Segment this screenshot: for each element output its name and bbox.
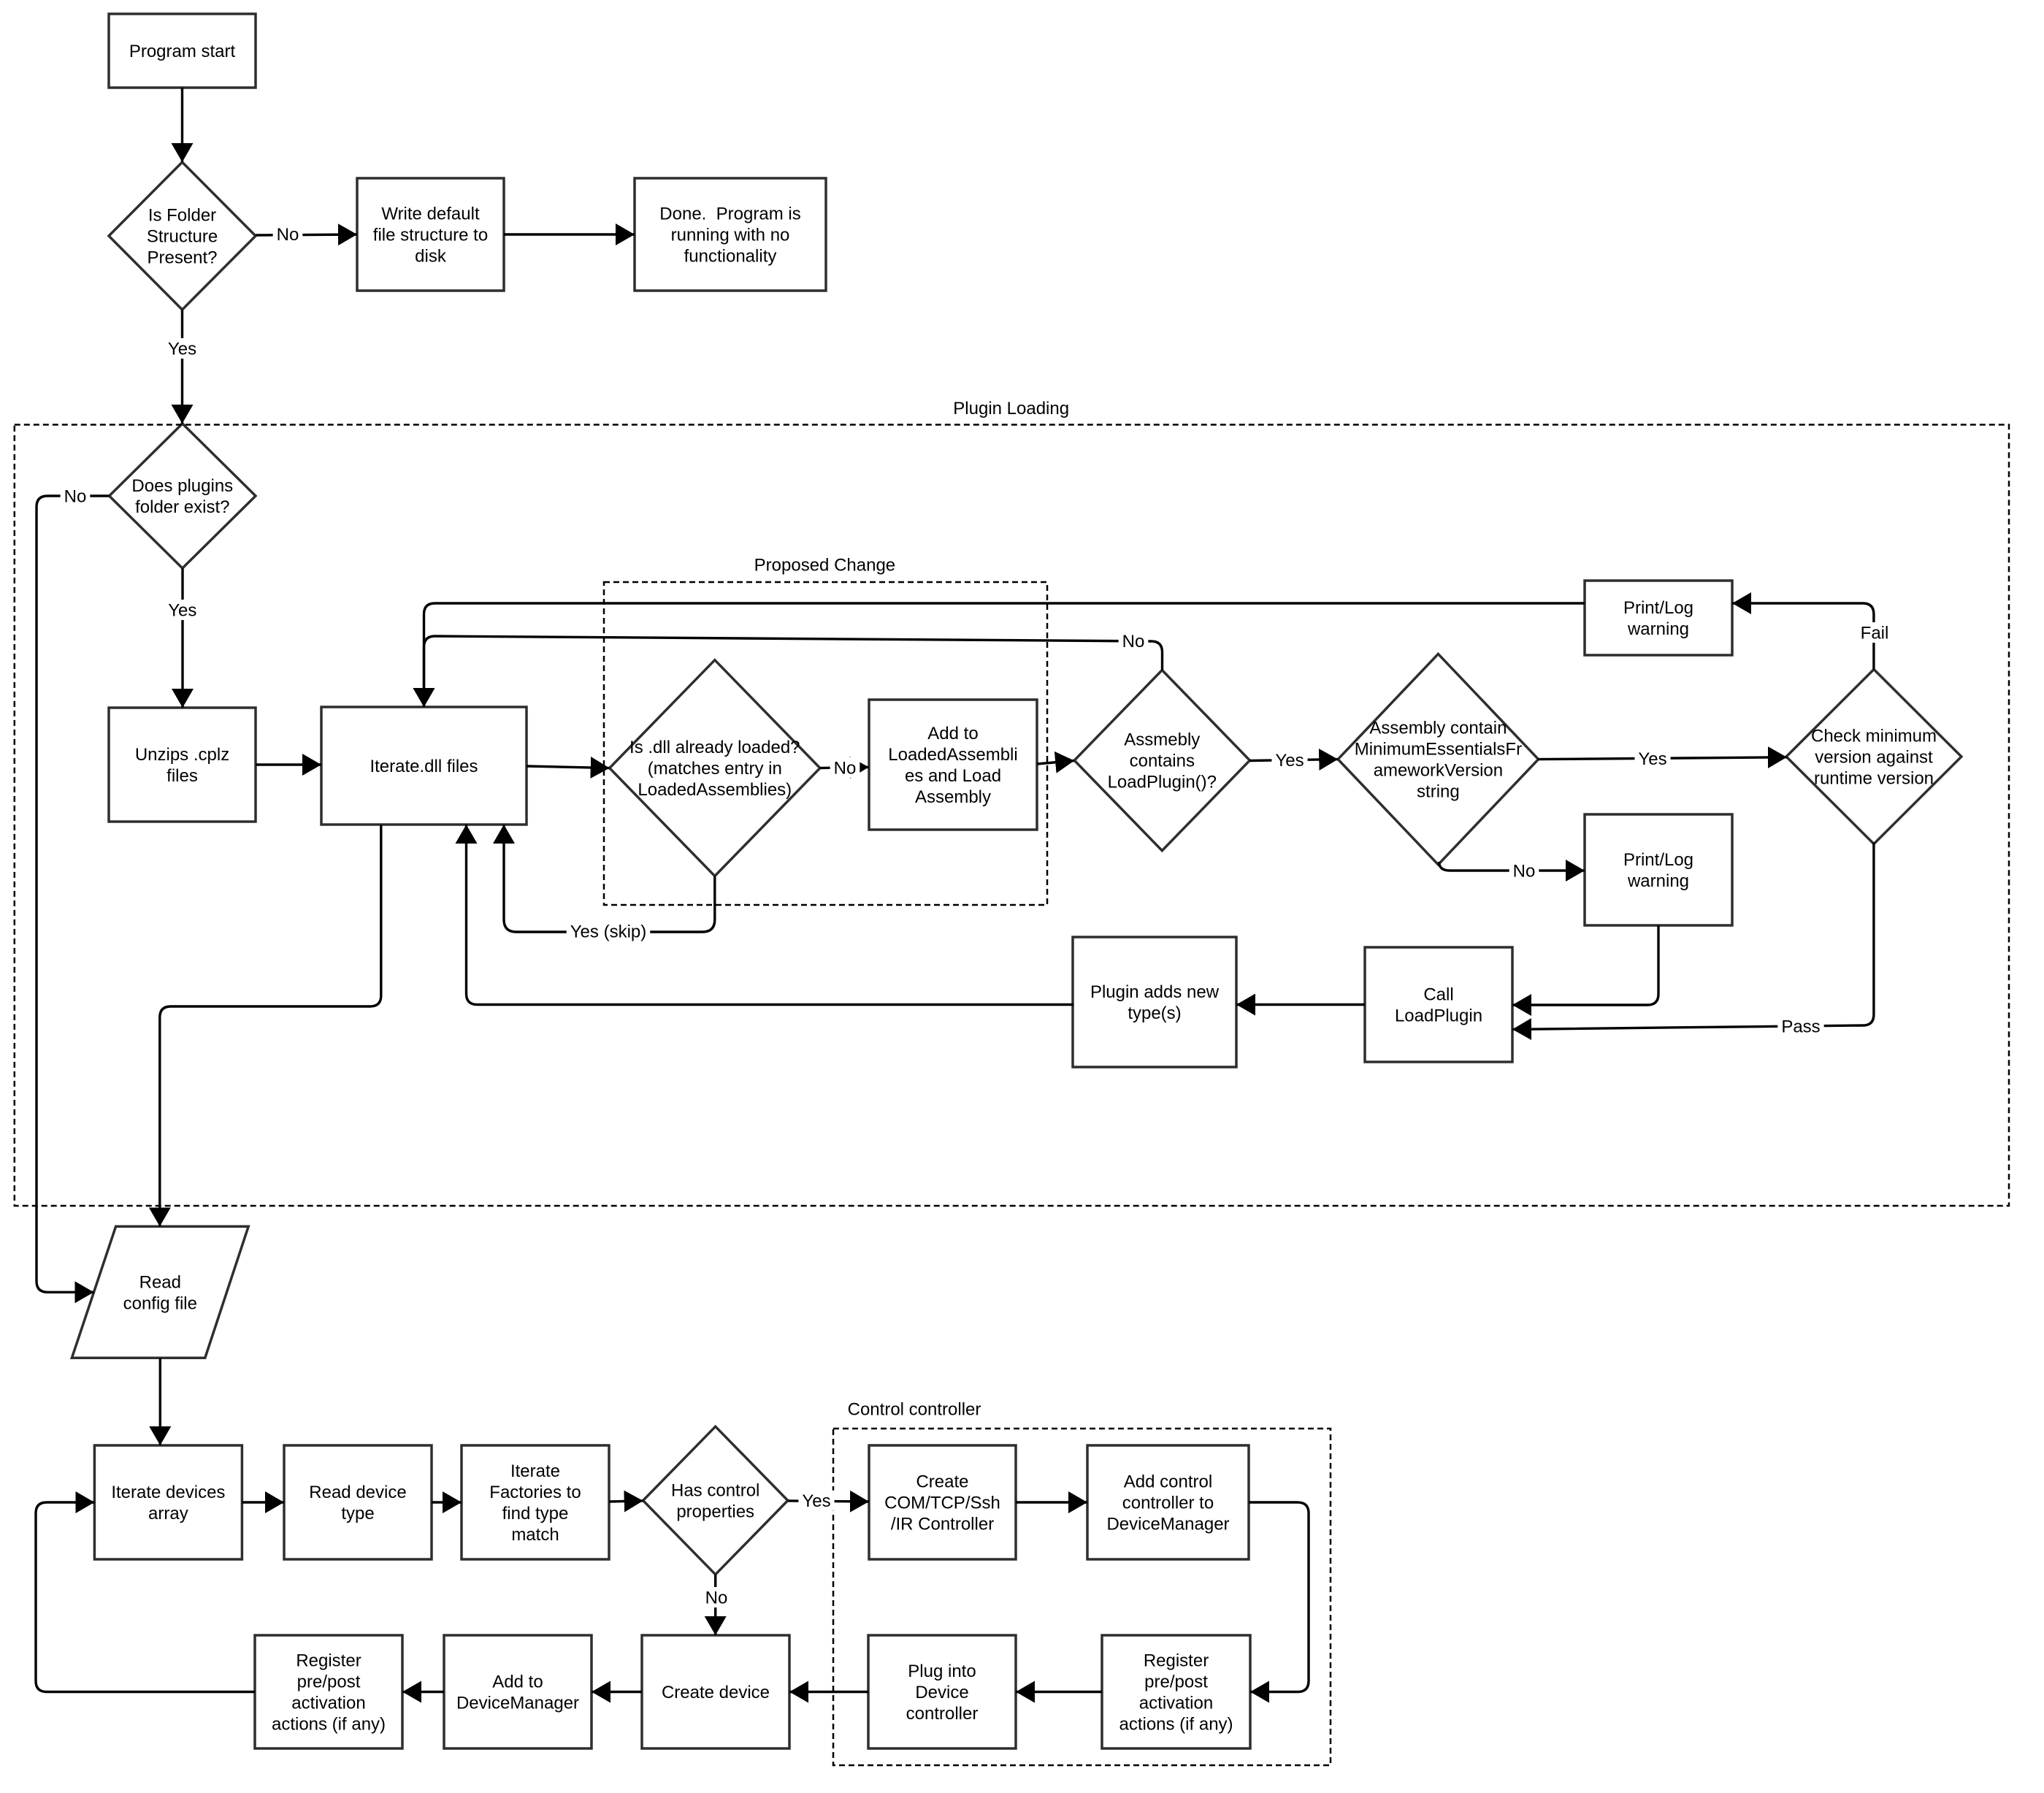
svg-text:Assembly: Assembly [915, 787, 991, 807]
svg-text:Yes (skip): Yes (skip) [570, 922, 646, 942]
svg-text:Yes: Yes [1638, 749, 1666, 769]
svg-text:LoadedAssemblies): LoadedAssemblies) [638, 780, 792, 800]
svg-text:Add to: Add to [927, 724, 978, 743]
svg-text:string: string [1417, 782, 1460, 802]
svg-text:files: files [166, 766, 198, 786]
svg-text:Read device: Read device [309, 1483, 406, 1502]
svg-text:Add control: Add control [1124, 1472, 1212, 1492]
svg-text:pre/post: pre/post [297, 1672, 361, 1692]
svg-text:running with no: running with no [671, 226, 790, 245]
svg-text:Assmebly: Assmebly [1124, 730, 1200, 750]
svg-text:/IR Controller: /IR Controller [891, 1515, 994, 1534]
svg-text:Register: Register [1144, 1651, 1209, 1671]
svg-text:Call: Call [1423, 985, 1453, 1005]
svg-text:config file: config file [123, 1293, 197, 1313]
svg-text:Plugin Loading: Plugin Loading [953, 399, 1069, 418]
svg-text:Is Folder: Is Folder [148, 206, 216, 226]
svg-text:Does plugins: Does plugins [131, 476, 233, 496]
svg-text:version against: version against [1815, 748, 1933, 768]
svg-text:LoadedAssembli: LoadedAssembli [888, 745, 1017, 765]
svg-text:Iterate.dll files: Iterate.dll files [370, 757, 478, 776]
svg-text:Program start: Program start [129, 42, 236, 61]
svg-text:properties: properties [676, 1502, 754, 1522]
svg-text:Plugin adds new: Plugin adds new [1090, 982, 1220, 1002]
svg-text:Iterate devices: Iterate devices [111, 1483, 225, 1502]
svg-text:type(s): type(s) [1128, 1003, 1181, 1023]
svg-text:actions (if any): actions (if any) [1119, 1715, 1233, 1735]
svg-text:Is .dll already loaded?: Is .dll already loaded? [629, 738, 800, 757]
svg-text:MinimumEssentialsFr: MinimumEssentialsFr [1355, 740, 1522, 760]
svg-text:Unzips .cplz: Unzips .cplz [135, 745, 229, 765]
svg-text:runtime version: runtime version [1814, 769, 1934, 789]
svg-text:Print/Log: Print/Log [1623, 850, 1693, 870]
svg-text:Register: Register [296, 1651, 361, 1671]
svg-text:es and Load: es and Load [905, 766, 1001, 786]
svg-text:Add to: Add to [492, 1672, 543, 1692]
svg-text:No: No [277, 225, 299, 245]
svg-text:folder exist?: folder exist? [135, 497, 229, 517]
svg-text:activation: activation [291, 1694, 365, 1713]
svg-text:actions (if any): actions (if any) [272, 1715, 386, 1735]
svg-text:No: No [1513, 862, 1536, 882]
svg-text:functionality: functionality [684, 247, 777, 267]
svg-text:Plug into: Plug into [908, 1662, 976, 1681]
svg-text:Yes: Yes [1275, 751, 1304, 771]
svg-text:DeviceManager: DeviceManager [1106, 1515, 1229, 1534]
svg-text:Yes: Yes [802, 1491, 830, 1511]
svg-text:(matches entry in: (matches entry in [648, 759, 782, 779]
svg-text:controller: controller [906, 1704, 979, 1724]
svg-text:Read: Read [139, 1272, 181, 1292]
svg-text:match: match [511, 1525, 559, 1545]
svg-text:disk: disk [415, 247, 447, 267]
svg-text:No: No [705, 1589, 728, 1608]
svg-text:contains: contains [1130, 752, 1195, 771]
svg-text:No: No [64, 487, 87, 507]
svg-text:controller to: controller to [1122, 1494, 1214, 1513]
svg-text:Fail: Fail [1861, 624, 1889, 643]
svg-text:type: type [341, 1504, 374, 1524]
svg-text:Proposed Change: Proposed Change [754, 556, 895, 576]
svg-text:find type: find type [502, 1504, 569, 1524]
svg-text:Present?: Present? [147, 248, 217, 268]
svg-text:Factories to: Factories to [489, 1483, 581, 1502]
svg-text:pre/post: pre/post [1144, 1672, 1208, 1692]
svg-text:activation: activation [1139, 1694, 1213, 1713]
svg-text:No: No [1122, 632, 1145, 651]
svg-text:Write default: Write default [381, 204, 480, 224]
svg-text:Has control: Has control [671, 1481, 759, 1501]
svg-text:Print/Log: Print/Log [1623, 598, 1693, 618]
svg-text:ameworkVersion: ameworkVersion [1374, 761, 1503, 781]
svg-text:LoadPlugin()?: LoadPlugin()? [1108, 773, 1217, 792]
svg-text:Control controller: Control controller [848, 1400, 981, 1420]
svg-text:Device: Device [915, 1683, 968, 1702]
svg-text:No: No [834, 758, 857, 778]
svg-text:COM/TCP/Ssh: COM/TCP/Ssh [884, 1494, 1000, 1513]
svg-text:warning: warning [1627, 619, 1689, 639]
svg-text:Create device: Create device [662, 1683, 770, 1702]
svg-text:Structure: Structure [147, 227, 218, 247]
svg-text:Create: Create [916, 1472, 968, 1492]
svg-text:array: array [148, 1504, 188, 1524]
svg-text:Check minimum: Check minimum [1811, 727, 1937, 746]
svg-text:warning: warning [1627, 871, 1689, 891]
svg-text:Iterate: Iterate [510, 1461, 560, 1481]
svg-text:file structure to: file structure to [373, 226, 488, 245]
svg-text:LoadPlugin: LoadPlugin [1395, 1006, 1482, 1026]
svg-text:Done. Program is: Done. Program is [659, 204, 800, 224]
svg-text:Assembly contain: Assembly contain [1369, 719, 1507, 738]
svg-text:Yes: Yes [168, 601, 196, 621]
svg-text:DeviceManager: DeviceManager [456, 1694, 579, 1713]
svg-text:Pass: Pass [1781, 1017, 1820, 1037]
svg-text:Yes: Yes [168, 340, 196, 359]
